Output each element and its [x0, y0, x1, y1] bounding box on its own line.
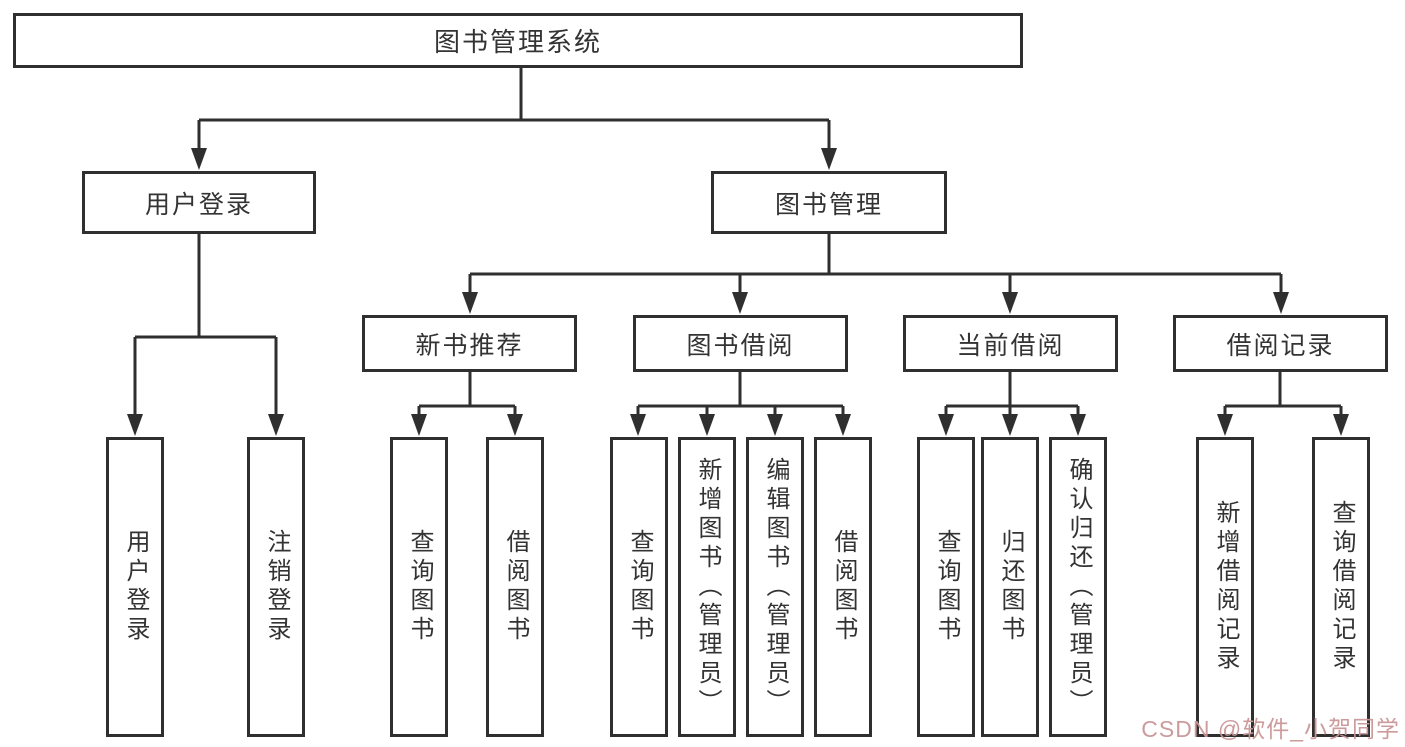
connectors-current-borrow	[938, 372, 1086, 436]
arrowhead	[630, 414, 646, 436]
connectors-user-login	[127, 234, 284, 436]
node-current-query-book: 查询图书	[917, 437, 975, 737]
node-label: 借阅图书	[830, 529, 857, 645]
arrowhead	[1217, 414, 1233, 436]
arrowhead	[732, 292, 748, 314]
node-current-return-book: 归还图书	[981, 437, 1039, 737]
arrowhead	[767, 414, 783, 436]
node-label: 当前借阅	[956, 331, 1065, 360]
node-recommend-borrow-book: 借阅图书	[486, 437, 544, 737]
node-label: 编辑图书（管理员）	[762, 456, 789, 718]
arrowhead	[462, 292, 478, 314]
node-user-login-leaf: 用户登录	[106, 437, 164, 737]
arrowhead	[1273, 292, 1289, 314]
node-borrow-borrow-book: 借阅图书	[814, 437, 872, 737]
node-records-query-record: 查询借阅记录	[1312, 437, 1370, 737]
node-new-book-recommend: 新书推荐	[362, 315, 577, 372]
node-label: 确认归还（管理员）	[1065, 456, 1092, 718]
node-current-confirm-return-admin: 确认归还（管理员）	[1049, 437, 1107, 737]
node-label: 注销登录	[263, 529, 290, 645]
arrowhead	[699, 414, 715, 436]
arrowhead	[938, 414, 954, 436]
node-label: 新增图书（管理员）	[694, 456, 721, 718]
node-recommend-query-book: 查询图书	[390, 437, 448, 737]
arrowhead	[507, 414, 523, 436]
node-label: 图书管理系统	[433, 27, 602, 57]
connectors-new-book-recommend	[411, 372, 523, 436]
node-borrow-records: 借阅记录	[1173, 315, 1388, 372]
node-logout: 注销登录	[247, 437, 305, 737]
arrowhead	[835, 414, 851, 436]
node-label: 归还图书	[997, 529, 1024, 645]
node-label: 借阅记录	[1226, 331, 1335, 360]
node-borrow-edit-book-admin: 编辑图书（管理员）	[746, 437, 804, 737]
node-borrow-add-book-admin: 新增图书（管理员）	[678, 437, 736, 737]
connectors-book-management	[462, 234, 1289, 314]
node-label: 借阅图书	[502, 529, 529, 645]
connectors-borrow-records	[1217, 372, 1349, 436]
node-current-borrow: 当前借阅	[903, 315, 1118, 372]
arrowhead	[1002, 414, 1018, 436]
node-label: 图书管理	[774, 190, 883, 219]
arrowhead	[411, 414, 427, 436]
arrowhead	[127, 414, 143, 436]
connectors-root	[191, 68, 837, 170]
node-label: 新书推荐	[415, 331, 524, 360]
node-library-management-system: 图书管理系统	[13, 13, 1023, 68]
node-label: 用户登录	[122, 529, 149, 645]
node-label: 查询图书	[626, 529, 653, 645]
node-label: 查询图书	[933, 529, 960, 645]
arrowhead	[268, 414, 284, 436]
node-records-add-record: 新增借阅记录	[1196, 437, 1254, 737]
arrowhead	[1070, 414, 1086, 436]
arrowhead	[1002, 292, 1018, 314]
node-label: 查询图书	[406, 529, 433, 645]
node-label: 用户登录	[144, 190, 253, 219]
arrowhead	[1333, 414, 1349, 436]
node-book-management: 图书管理	[711, 171, 947, 234]
node-label: 查询借阅记录	[1328, 500, 1355, 674]
node-user-login: 用户登录	[82, 171, 316, 234]
node-label: 新增借阅记录	[1212, 500, 1239, 674]
connectors-book-borrow	[630, 372, 851, 436]
arrowhead	[821, 148, 837, 170]
node-label: 图书借阅	[686, 331, 795, 360]
node-borrow-query-book: 查询图书	[610, 437, 668, 737]
watermark-csdn: CSDN @软件_小贺同学	[1141, 716, 1400, 742]
arrowhead	[191, 148, 207, 170]
node-book-borrow: 图书借阅	[633, 315, 848, 372]
